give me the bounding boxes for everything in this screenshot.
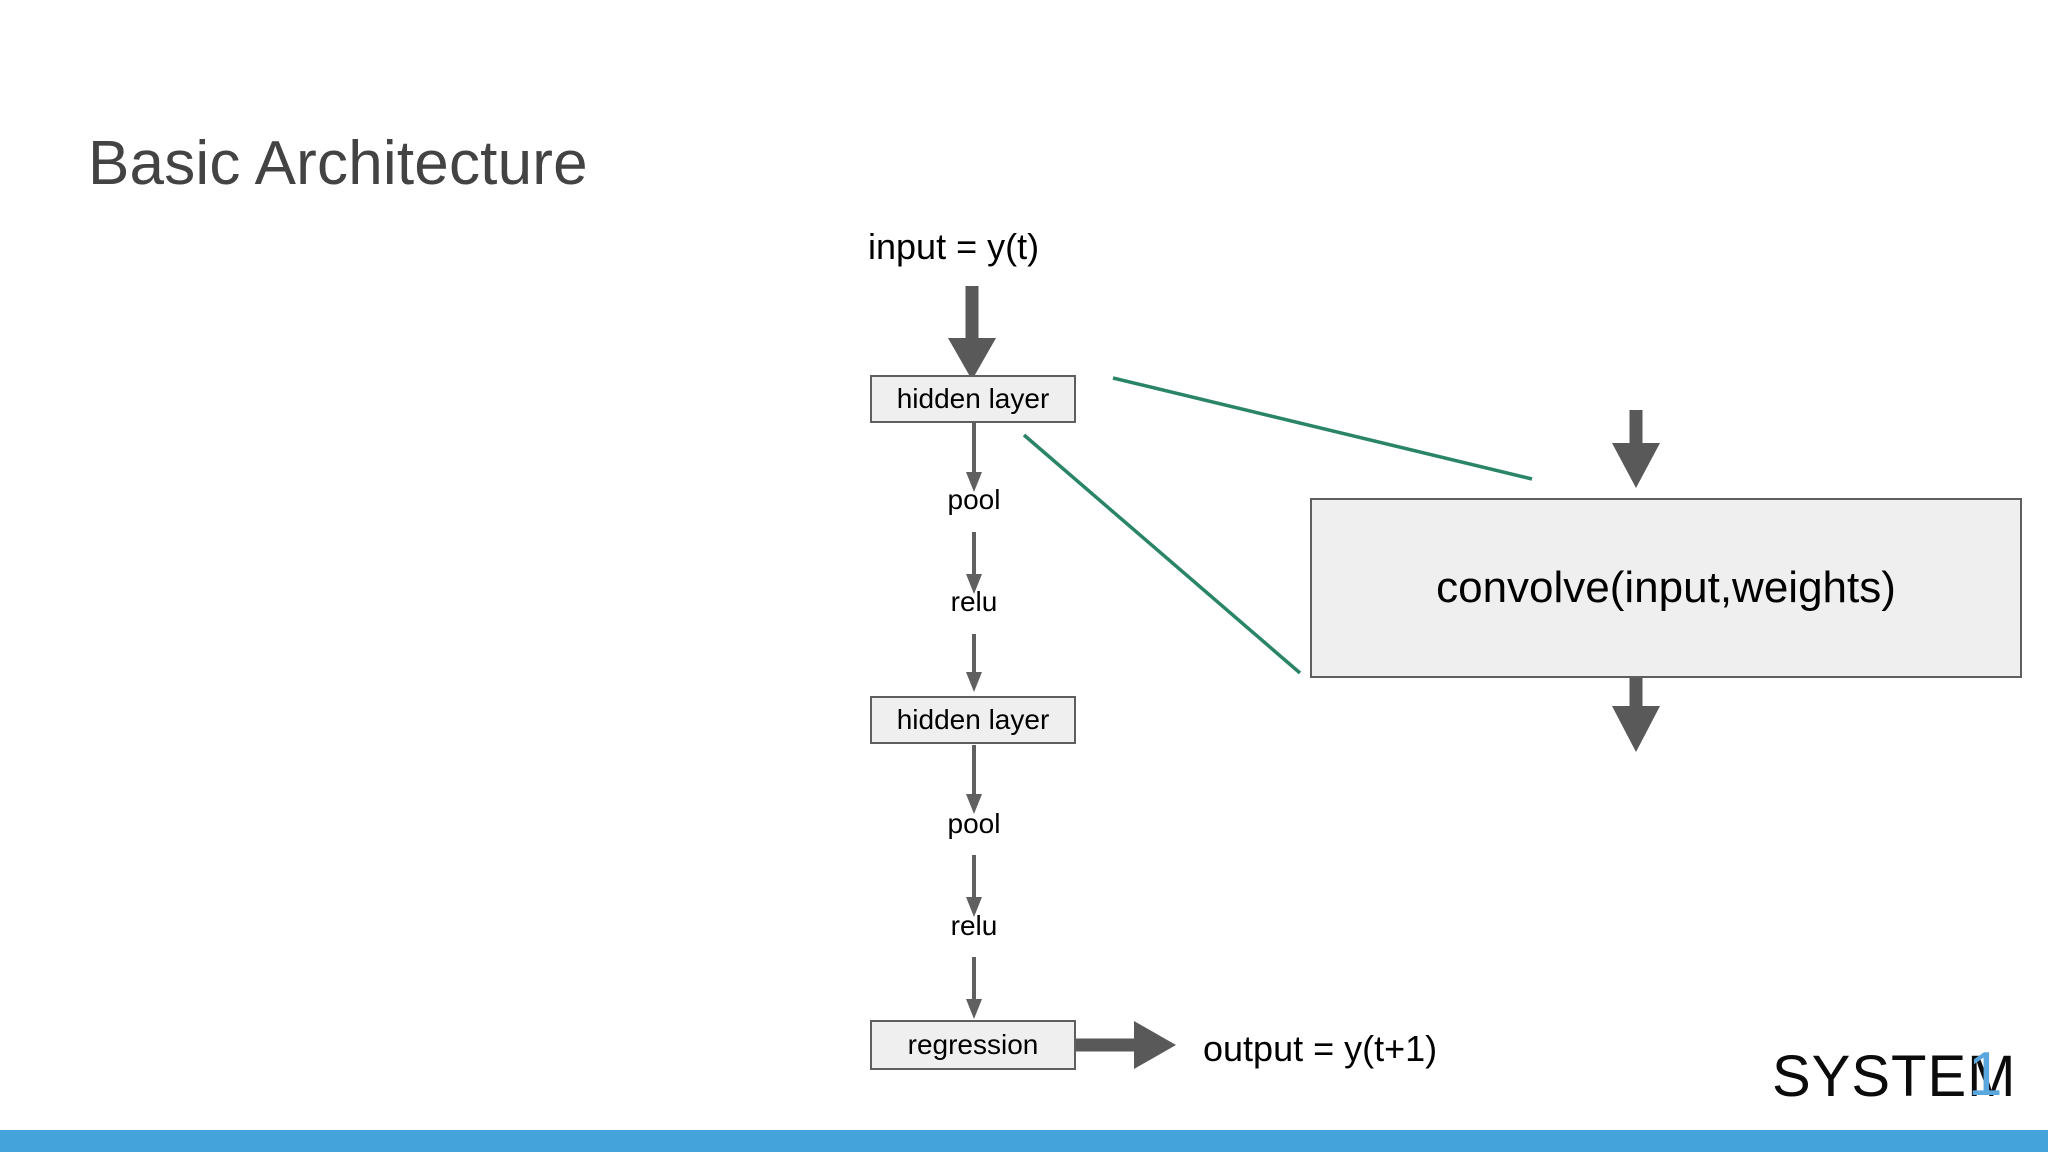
pool-1-label: pool <box>947 484 1001 515</box>
arrow-pool1-to-relu1 <box>966 532 982 594</box>
convolve-detail-box[interactable]: convolve(input,weights) <box>1310 498 2022 678</box>
page-title: Basic Architecture <box>88 129 588 198</box>
arrow-relu2-to-regression <box>966 957 982 1019</box>
arrow-pool2-to-relu2 <box>966 855 982 917</box>
logo-numeral-one: 1 <box>1968 1040 2003 1109</box>
arrow-hidden1-to-pool1 <box>966 423 982 492</box>
arrow-input-to-hidden-1 <box>948 286 996 380</box>
hidden-layer-2-box[interactable]: hidden layer <box>870 696 1076 744</box>
pool-2-label: pool <box>947 808 1001 839</box>
input-label: input = y(t) <box>868 226 1040 267</box>
arrow-regression-to-output <box>1076 1021 1176 1069</box>
arrow-hidden2-to-pool2 <box>966 745 982 814</box>
arrow-out-of-convolve <box>1612 678 1660 752</box>
relu-2-label: relu <box>950 910 998 941</box>
hidden-layer-2-label: hidden layer <box>896 704 1050 735</box>
connector-line-lower <box>1022 433 1302 675</box>
connector-line-upper <box>1112 376 1533 481</box>
logo-wordmark: SYSTEM <box>1772 1044 2017 1109</box>
arrow-into-convolve <box>1612 410 1660 488</box>
relu-1-label: relu <box>950 586 998 617</box>
regression-label: regression <box>907 1029 1039 1060</box>
regression-box[interactable]: regression <box>870 1020 1076 1070</box>
convolve-label: convolve(input,weights) <box>1436 563 1896 612</box>
output-label: output = y(t+1) <box>1203 1028 1438 1069</box>
hidden-layer-1-box[interactable]: hidden layer <box>870 375 1076 423</box>
arrow-relu1-to-hidden2 <box>966 634 982 692</box>
bottom-accent-bar <box>0 1130 2048 1152</box>
hidden-layer-1-label: hidden layer <box>896 383 1050 414</box>
system1-logo: SYSTEM 1 <box>1772 1040 2022 1109</box>
